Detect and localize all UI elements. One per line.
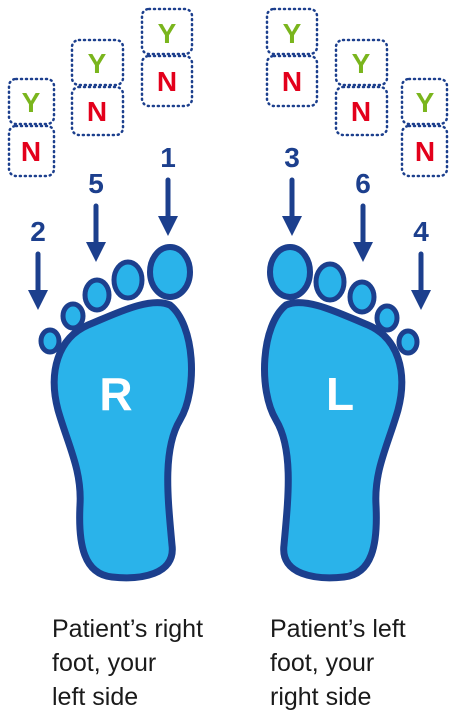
left-foot-caption-line-3: right side — [270, 683, 372, 711]
site-number-6: 6 — [355, 168, 371, 199]
check-box-left-big-toe[interactable]: Y N — [265, 7, 319, 108]
left-foot-sole — [261, 299, 406, 582]
check-box-left-middle-toe[interactable]: Y N — [334, 38, 389, 137]
check-box-right-big-toe[interactable]: Y N — [140, 7, 194, 108]
left-foot-caption-line-2: foot, your — [270, 649, 375, 677]
left-foot-caption: Patient’s left foot, your right side — [270, 612, 456, 714]
left-little-toe — [396, 328, 420, 356]
left-foot-caption-line-1: Patient’s left — [270, 615, 406, 643]
right-second-toe — [111, 259, 145, 301]
right-fourth-toe — [60, 301, 86, 331]
right-foot-caption-line-2: foot, your — [52, 649, 157, 677]
right-foot-sole — [50, 299, 195, 582]
left-third-toe — [347, 279, 377, 315]
right-foot-caption-line-3: left side — [52, 683, 139, 711]
site-number-1: 1 — [160, 142, 176, 173]
yes-label: Y — [158, 18, 177, 49]
right-big-toe — [147, 244, 193, 300]
left-foot: L — [261, 244, 420, 582]
left-foot-letter: L — [326, 368, 354, 420]
yes-label: Y — [22, 87, 41, 118]
no-label: N — [351, 96, 371, 127]
site-number-4: 4 — [413, 216, 429, 247]
yes-label: Y — [352, 48, 371, 79]
no-label: N — [87, 96, 107, 127]
right-foot-letter: R — [99, 368, 132, 420]
left-second-toe — [313, 261, 347, 303]
no-label: N — [282, 66, 302, 97]
no-label: N — [415, 136, 435, 167]
right-foot-caption: Patient’s right foot, your left side — [52, 612, 242, 714]
right-foot-caption-line-1: Patient’s right — [52, 615, 204, 643]
site-number-5: 5 — [88, 168, 104, 199]
left-fourth-toe — [374, 303, 400, 333]
right-little-toe — [38, 327, 62, 355]
left-big-toe — [267, 244, 313, 300]
check-box-right-middle-toe[interactable]: Y N — [70, 38, 125, 137]
right-foot: R — [38, 244, 195, 582]
site-number-3: 3 — [284, 142, 300, 173]
yes-label: Y — [416, 87, 435, 118]
no-label: N — [21, 136, 41, 167]
yes-label: Y — [283, 18, 302, 49]
site-number-2: 2 — [30, 216, 46, 247]
check-box-left-little-toe[interactable]: Y N — [400, 77, 449, 178]
check-box-right-little-toe[interactable]: Y N — [7, 77, 56, 178]
right-third-toe — [82, 277, 112, 313]
no-label: N — [157, 66, 177, 97]
yes-label: Y — [88, 48, 107, 79]
